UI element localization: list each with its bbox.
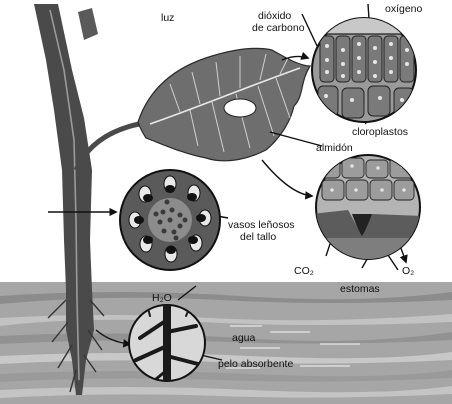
- label-water: agua: [232, 332, 256, 344]
- leaf: [138, 48, 310, 160]
- label-chloroplasts: cloroplastos: [352, 126, 408, 138]
- stem-cross-section: [120, 170, 220, 270]
- label-light: luz: [161, 12, 174, 24]
- leaf-cell-inset: [312, 18, 416, 122]
- label-h2o: H₂O: [152, 292, 172, 304]
- label-root-hair: pelo absorbente: [218, 358, 293, 370]
- label-stomata: estomas: [340, 283, 380, 295]
- label-woody-vessels-line1: vasos leñosos: [228, 219, 295, 231]
- label-starch: almidón: [316, 142, 353, 154]
- label-co2-line1: dióxido: [258, 10, 291, 22]
- label-o2-formula: O₂: [402, 265, 414, 277]
- label-co2-formula: CO₂: [294, 265, 314, 277]
- label-woody-vessels-line2: del tallo: [240, 231, 276, 243]
- label-oxygen: oxígeno: [385, 3, 423, 15]
- label-co2-line2: de carbono: [252, 22, 305, 34]
